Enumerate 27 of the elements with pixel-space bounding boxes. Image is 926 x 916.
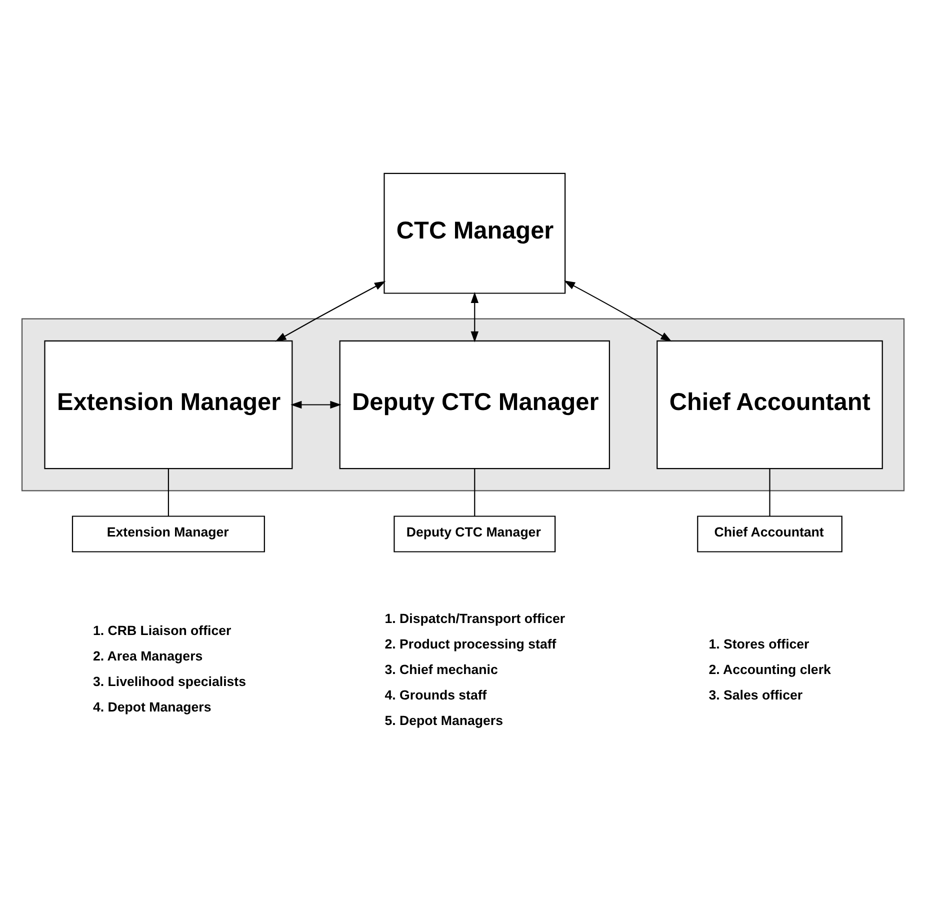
node-box: Extension Manager <box>44 340 293 470</box>
arrow <box>470 292 479 342</box>
arrow <box>275 281 386 342</box>
node-box: CTC Manager <box>384 172 566 294</box>
node-label: 4. Depot Managers <box>93 700 212 715</box>
node-label: 1. Stores officer <box>708 636 810 652</box>
node-label: 2. Accounting clerk <box>708 662 831 677</box>
node-box: Chief Accountant <box>656 340 883 470</box>
arrow <box>564 280 672 342</box>
node-label: 2. Area Managers <box>93 648 203 664</box>
arrow <box>290 400 342 409</box>
node-label: 2. Product processing staff <box>384 636 556 652</box>
node-label: 3. Livelihood specialists <box>93 674 246 690</box>
node-label: 3. Sales officer <box>708 687 803 702</box>
connector <box>769 468 770 516</box>
node-box: Extension Manager <box>72 516 265 552</box>
connector <box>168 468 170 516</box>
node-label: 5. Depot Managers <box>384 712 504 728</box>
node-label: 1. Dispatch/Transport officer <box>384 610 566 626</box>
node-box: Deputy CTC Manager <box>339 340 610 470</box>
node-label: 4. Grounds staff <box>384 687 487 702</box>
node-box: Chief Accountant <box>697 516 842 552</box>
node-label: 1. CRB Liaison officer <box>93 623 232 638</box>
cluster <box>21 318 905 492</box>
node-label: 3. Chief mechanic <box>384 662 498 677</box>
connector <box>474 468 476 516</box>
node-box: Deputy CTC Manager <box>394 516 556 552</box>
